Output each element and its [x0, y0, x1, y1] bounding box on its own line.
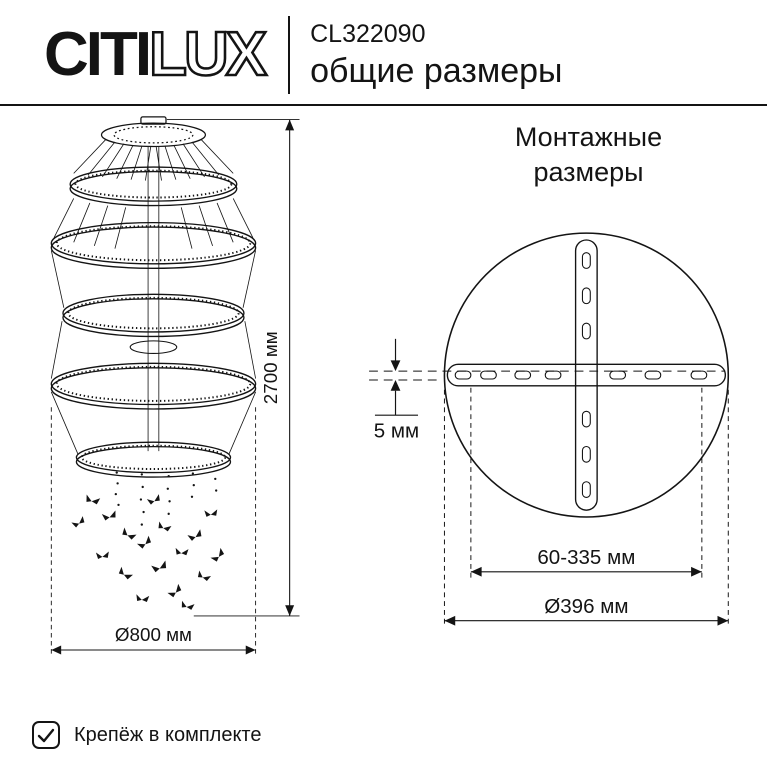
gap-dimension: 5 мм: [373, 339, 419, 443]
header-rule: [0, 104, 767, 106]
gap-dimension-label: 5 мм: [373, 420, 418, 443]
brand-logo: CITILUX: [44, 22, 268, 87]
header: CITILUX CL322090 общие размеры: [0, 0, 767, 104]
crystal-strands: [70, 471, 226, 612]
ring-tier-2: [50, 221, 257, 269]
mounting-dimensions-figure: Монтажные размеры: [346, 106, 767, 719]
mounting-plate-drawing: 5 мм 60-335 мм: [368, 232, 729, 627]
model-code: CL322090: [310, 19, 426, 48]
inner-small-ring: [129, 340, 178, 354]
mounting-plate-circle: [443, 232, 729, 518]
ring-tiers: [50, 166, 257, 478]
suspension-cables: [50, 139, 256, 455]
mounting-cross-bracket: [446, 239, 726, 512]
ceiling-canopy: [100, 116, 207, 148]
brand-logo-solid: CITI: [44, 20, 152, 89]
hardware-included-icon: [32, 721, 60, 749]
ring-tier-4: [50, 362, 257, 410]
diameter-dimension: Ø800 мм: [50, 407, 257, 656]
mounting-title: Монтажные размеры: [514, 122, 663, 188]
slot-range-dimension-label: 60-335 мм: [537, 546, 635, 569]
footer-note-row: Крепёж в комплекте: [30, 719, 767, 751]
ring-tier-1: [69, 166, 238, 207]
mounting-slots: [454, 252, 707, 499]
plate-diameter-dimension: Ø396 мм: [443, 389, 729, 627]
footer-note: Крепёж в комплекте: [74, 723, 262, 746]
slot-range-dimension: 60-335 мм: [469, 387, 702, 578]
ring-tier-3: [62, 293, 245, 338]
height-dimension: 2700 мм: [166, 119, 300, 617]
overall-dimensions-figure: 2700 мм Ø800 мм: [0, 106, 346, 719]
sheet-title: общие размеры: [310, 51, 563, 90]
plate-diameter-dimension-label: Ø396 мм: [544, 595, 628, 618]
diameter-dimension-label: Ø800 мм: [115, 624, 192, 645]
header-divider: [288, 16, 291, 94]
chandelier-drawing: 2700 мм Ø800 мм: [50, 116, 300, 656]
main-content: 2700 мм Ø800 мм Монтажные размеры: [0, 106, 767, 719]
brand-logo-outline: LUX: [148, 20, 269, 89]
header-meta: CL322090 общие размеры: [310, 20, 562, 91]
ring-tier-5: [75, 441, 232, 478]
height-dimension-label: 2700 мм: [260, 331, 281, 404]
